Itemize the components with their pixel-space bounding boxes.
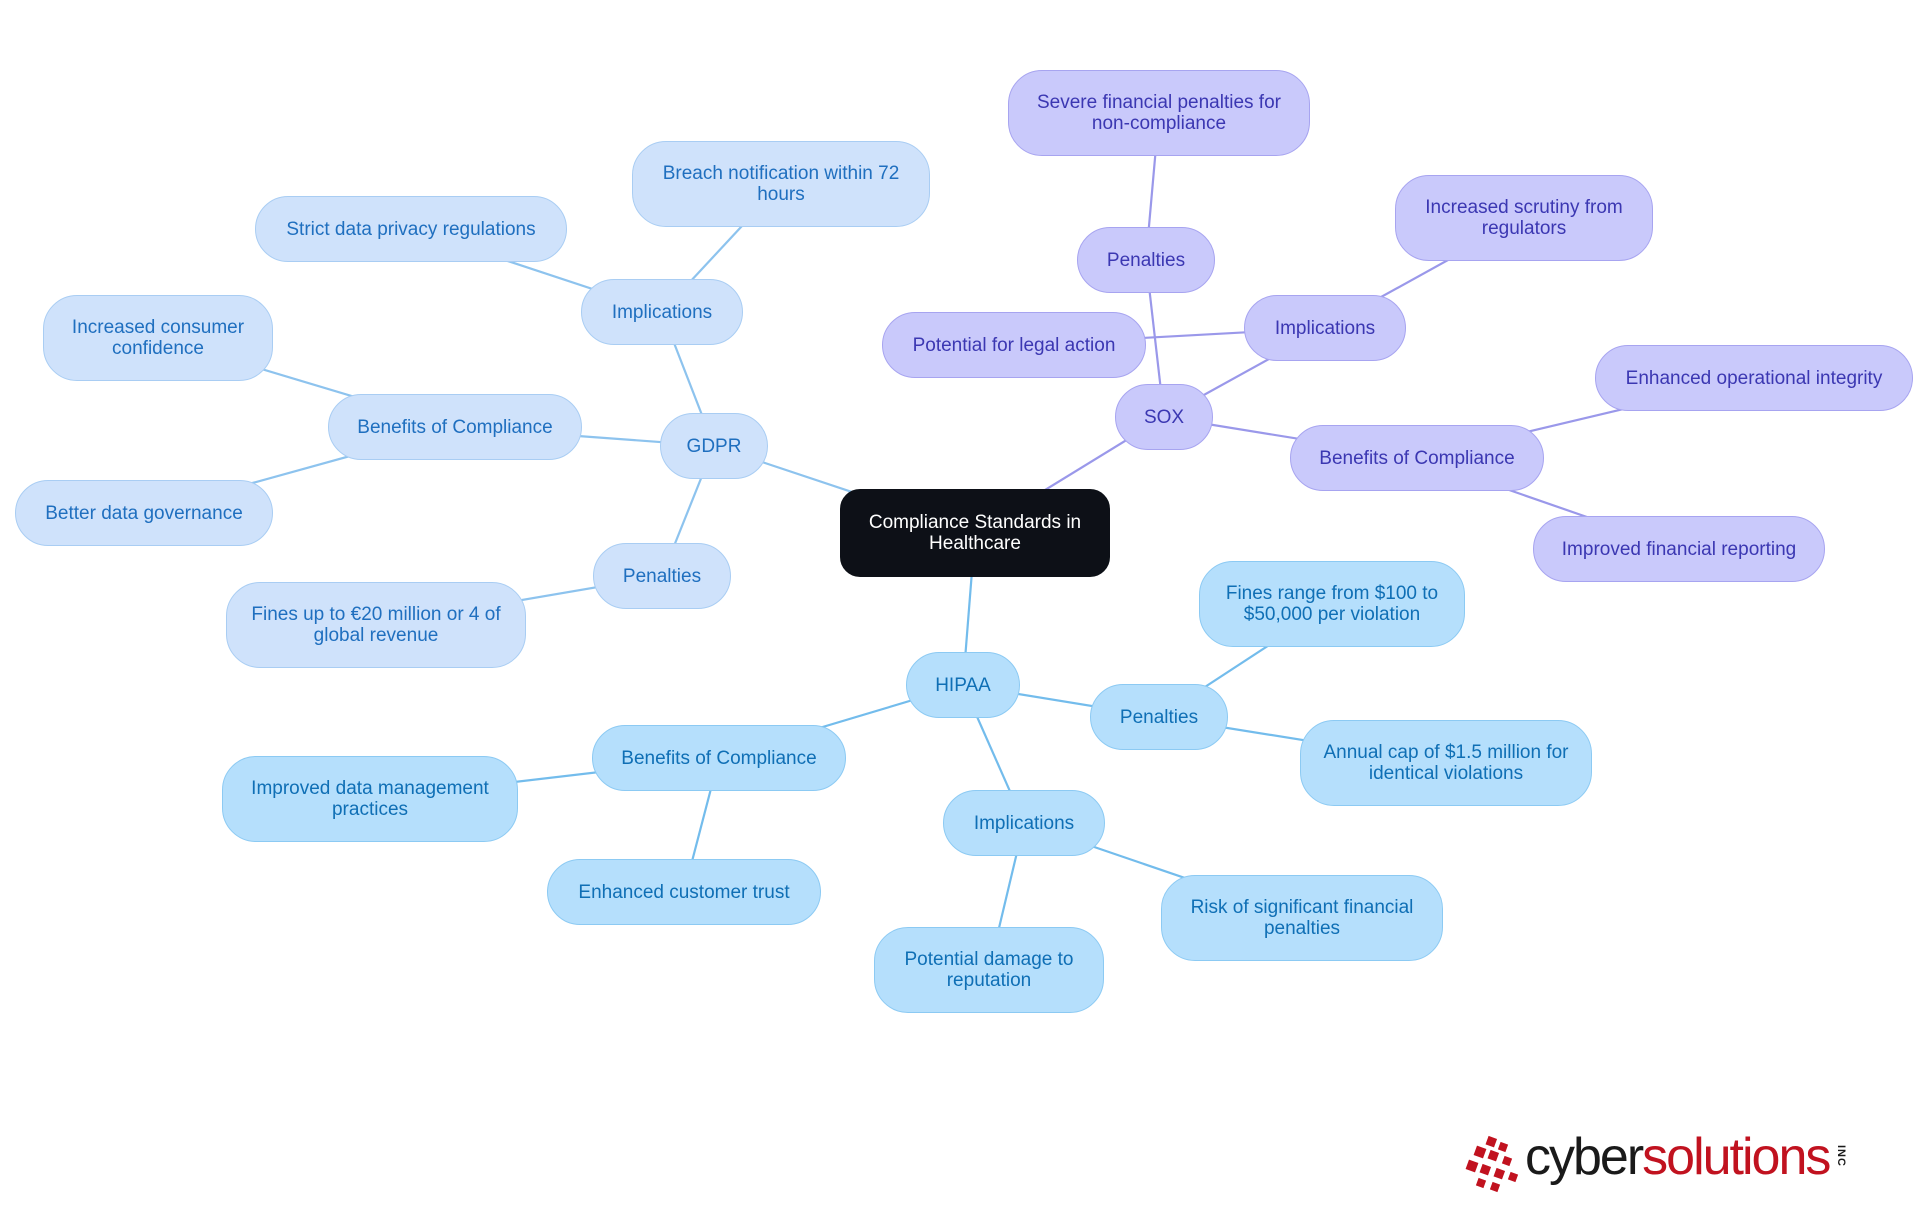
gdpr-fines-label: Fines up to €20 million or 4 of global r… <box>251 604 501 646</box>
hipaa-annual-cap-label: Annual cap of $1.5 million for identical… <box>1323 742 1569 784</box>
hipaa-annual-cap-node[interactable]: Annual cap of $1.5 million for identical… <box>1300 720 1592 806</box>
sox-financial-reporting-node[interactable]: Improved financial reporting <box>1533 516 1825 582</box>
logo-text-solutions: solutions <box>1642 1128 1831 1186</box>
hipaa-financial-penalties-risk-node[interactable]: Risk of significant financial penalties <box>1161 875 1443 961</box>
hipaa-penalties-label: Penalties <box>1119 706 1199 728</box>
sox-node[interactable]: SOX <box>1115 384 1213 450</box>
gdpr-consumer-confidence-node[interactable]: Increased consumer confidence <box>43 295 273 381</box>
sox-financial-reporting-label: Improved financial reporting <box>1561 538 1797 560</box>
gdpr-benefits-label: Benefits of Compliance <box>357 416 553 438</box>
hipaa-penalties-node[interactable]: Penalties <box>1090 684 1228 750</box>
sox-implications-label: Implications <box>1274 317 1376 339</box>
sox-penalties-node[interactable]: Penalties <box>1077 227 1215 293</box>
hipaa-financial-penalties-risk-label: Risk of significant financial penalties <box>1190 897 1414 939</box>
hipaa-implications-node[interactable]: Implications <box>943 790 1105 856</box>
hipaa-data-management-node[interactable]: Improved data management practices <box>222 756 518 842</box>
hipaa-reputation-damage-label: Potential damage to reputation <box>904 949 1074 991</box>
hipaa-implications-label: Implications <box>973 812 1075 834</box>
gdpr-penalties-node[interactable]: Penalties <box>593 543 731 609</box>
sox-legal-action-label: Potential for legal action <box>912 334 1116 356</box>
gdpr-node[interactable]: GDPR <box>660 413 768 479</box>
gdpr-consumer-confidence-label: Increased consumer confidence <box>71 317 245 359</box>
sox-penalties-label: Penalties <box>1106 249 1186 271</box>
logo-wordmark: cybersolutions <box>1525 1127 1831 1187</box>
logo-text-cyber: cyber <box>1525 1128 1644 1186</box>
cybersolutions-logo: cybersolutions INC <box>1465 1125 1865 1195</box>
logo-mark-icon <box>1465 1135 1519 1193</box>
gdpr-implications-label: Implications <box>611 301 713 323</box>
gdpr-strict-privacy-label: Strict data privacy regulations <box>286 218 536 240</box>
hipaa-fines-range-label: Fines range from $100 to $50,000 per vio… <box>1225 583 1439 625</box>
gdpr-data-governance-node[interactable]: Better data governance <box>15 480 273 546</box>
gdpr-benefits-node[interactable]: Benefits of Compliance <box>328 394 582 460</box>
gdpr-breach-notification-node[interactable]: Breach notification within 72 hours <box>632 141 930 227</box>
logo-inc-suffix: INC <box>1835 1145 1847 1167</box>
hipaa-data-management-label: Improved data management practices <box>251 778 489 820</box>
sox-operational-integrity-label: Enhanced operational integrity <box>1625 367 1883 389</box>
hipaa-benefits-node[interactable]: Benefits of Compliance <box>592 725 846 791</box>
hipaa-reputation-damage-node[interactable]: Potential damage to reputation <box>874 927 1104 1013</box>
sox-benefits-label: Benefits of Compliance <box>1319 447 1515 469</box>
gdpr-penalties-label: Penalties <box>622 565 702 587</box>
sox-implications-node[interactable]: Implications <box>1244 295 1406 361</box>
gdpr-fines-node[interactable]: Fines up to €20 million or 4 of global r… <box>226 582 526 668</box>
sox-label: SOX <box>1143 406 1185 428</box>
gdpr-strict-privacy-node[interactable]: Strict data privacy regulations <box>255 196 567 262</box>
hipaa-fines-range-node[interactable]: Fines range from $100 to $50,000 per vio… <box>1199 561 1465 647</box>
sox-severe-penalties-label: Severe financial penalties for non-compl… <box>1037 92 1281 134</box>
hipaa-customer-trust-node[interactable]: Enhanced customer trust <box>547 859 821 925</box>
hipaa-label: HIPAA <box>935 674 991 696</box>
gdpr-breach-notification-label: Breach notification within 72 hours <box>662 163 900 205</box>
gdpr-data-governance-label: Better data governance <box>45 502 243 524</box>
sox-severe-penalties-node[interactable]: Severe financial penalties for non-compl… <box>1008 70 1310 156</box>
sox-legal-action-node[interactable]: Potential for legal action <box>882 312 1146 378</box>
sox-regulator-scrutiny-node[interactable]: Increased scrutiny from regulators <box>1395 175 1653 261</box>
root-label: Compliance Standards in Healthcare <box>868 512 1082 554</box>
root-node[interactable]: Compliance Standards in Healthcare <box>840 489 1110 577</box>
gdpr-label: GDPR <box>686 435 742 457</box>
sox-regulator-scrutiny-label: Increased scrutiny from regulators <box>1425 197 1623 239</box>
sox-benefits-node[interactable]: Benefits of Compliance <box>1290 425 1544 491</box>
sox-operational-integrity-node[interactable]: Enhanced operational integrity <box>1595 345 1913 411</box>
hipaa-node[interactable]: HIPAA <box>906 652 1020 718</box>
hipaa-customer-trust-label: Enhanced customer trust <box>578 881 790 903</box>
gdpr-implications-node[interactable]: Implications <box>581 279 743 345</box>
hipaa-benefits-label: Benefits of Compliance <box>621 747 817 769</box>
